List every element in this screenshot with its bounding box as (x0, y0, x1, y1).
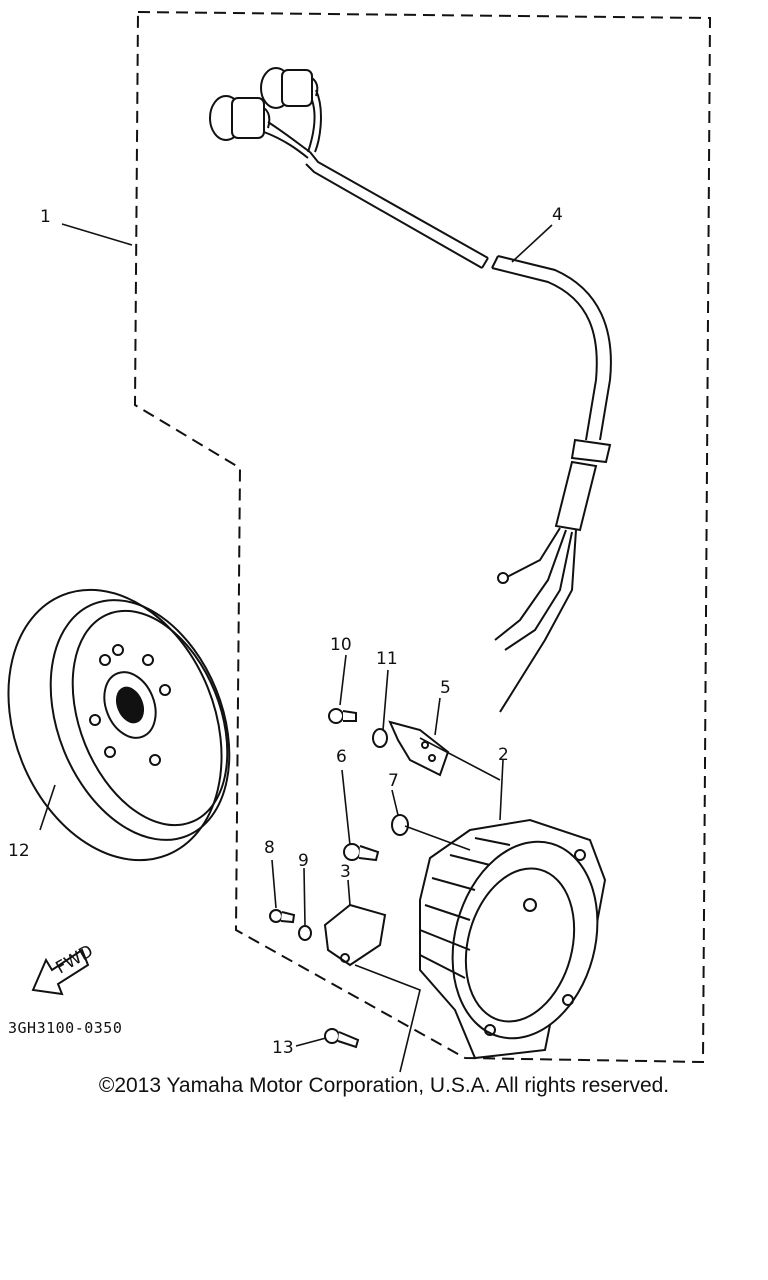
callout-6: 6 (336, 747, 347, 767)
blank-area (0, 1110, 768, 1280)
callout-3: 3 (340, 862, 351, 882)
callout-4: 4 (552, 205, 563, 225)
callout-7: 7 (388, 771, 399, 791)
callout-8: 8 (264, 838, 275, 858)
connector-upper (260, 67, 319, 109)
callout-2: 2 (498, 745, 509, 765)
callout-5: 5 (440, 678, 451, 698)
pickup-coil (323, 903, 387, 967)
callout-1: 1 (40, 207, 51, 227)
wire-harness (209, 67, 612, 713)
connector-lower (209, 95, 271, 141)
parts-diagram: FWD 1 4 10 11 5 2 6 7 12 8 9 3 13 3GH310… (7, 10, 712, 1073)
leader-lines (39, 223, 553, 1073)
callout-13: 13 (272, 1038, 294, 1058)
copyright-notice: ©2013 Yamaha Motor Corporation, U.S.A. A… (98, 1074, 670, 1097)
callout-11: 11 (376, 649, 398, 669)
stator (419, 818, 607, 1060)
flywheel (7, 588, 231, 862)
callout-12: 12 (8, 841, 30, 861)
fasteners (269, 708, 409, 1049)
callout-9: 9 (298, 851, 309, 871)
assembly-boundary (133, 10, 712, 1064)
fwd-arrow: FWD (31, 941, 97, 996)
diagram-code: 3GH3100-0350 (8, 1019, 122, 1037)
bracket (388, 720, 450, 777)
callout-10: 10 (330, 635, 352, 655)
